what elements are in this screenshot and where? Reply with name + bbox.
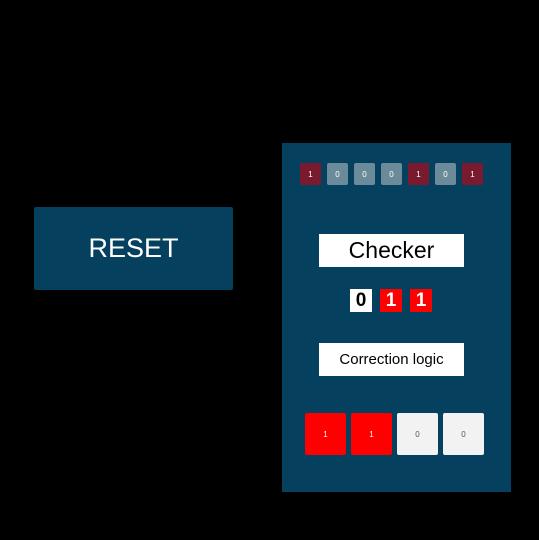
output-bit[interactable]: 0: [443, 413, 484, 455]
codeword-bits: 1 0 0 0 1 0 1: [300, 163, 483, 185]
correction-logic-title: Correction logic: [319, 343, 464, 376]
codeword-bit[interactable]: 0: [354, 163, 375, 185]
output-bit[interactable]: 0: [397, 413, 438, 455]
codeword-bit[interactable]: 0: [435, 163, 456, 185]
codeword-bit[interactable]: 1: [408, 163, 429, 185]
syndrome-bit: 0: [350, 289, 372, 312]
hamming-panel: 1 0 0 0 1 0 1 Checker 0 1 1 Correction l…: [282, 143, 511, 492]
corrected-output-bits: 1 1 0 0: [305, 413, 484, 455]
codeword-bit[interactable]: 0: [381, 163, 402, 185]
syndrome-bits: 0 1 1: [350, 289, 432, 312]
output-bit[interactable]: 1: [351, 413, 392, 455]
syndrome-bit: 1: [410, 289, 432, 312]
output-bit[interactable]: 1: [305, 413, 346, 455]
syndrome-bit: 1: [380, 289, 402, 312]
codeword-bit[interactable]: 0: [327, 163, 348, 185]
codeword-bit[interactable]: 1: [300, 163, 321, 185]
codeword-bit[interactable]: 1: [462, 163, 483, 185]
reset-button[interactable]: RESET: [34, 207, 233, 290]
checker-title: Checker: [319, 234, 464, 267]
